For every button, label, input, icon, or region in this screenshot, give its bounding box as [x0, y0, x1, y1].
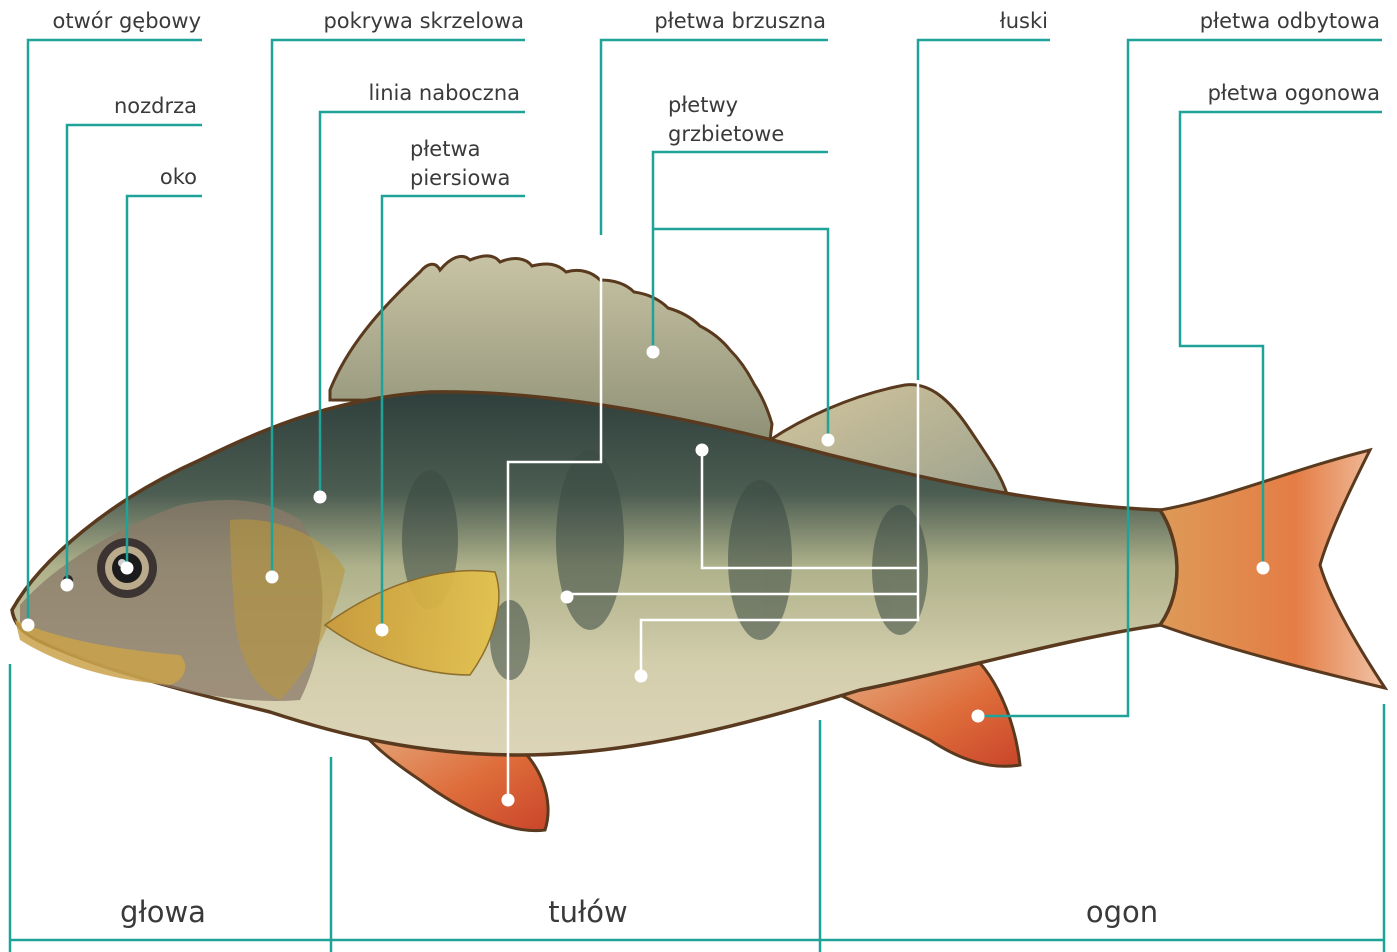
label-caudal-fin: płetwa ogonowa [1208, 81, 1380, 105]
section-head: głowa [120, 895, 206, 929]
label-pectoral-fin-line1: płetwa [410, 137, 481, 161]
label-mouth: otwór gębowy [53, 9, 201, 33]
label-pelvic-fin: płetwa brzuszna [654, 9, 826, 33]
label-anal-fin: płetwa odbytowa [1200, 9, 1380, 33]
label-pectoral-fin-line2: piersiowa [410, 166, 510, 190]
section-tail: ogon [1086, 895, 1158, 929]
label-scales: łuski [1000, 9, 1048, 33]
label-eye: oko [160, 165, 197, 189]
label-dorsal-fins-line2: grzbietowe [668, 122, 784, 146]
label-gill-cover: pokrywa skrzelowa [323, 9, 524, 33]
section-trunk: tułów [548, 895, 627, 929]
tail-fin [1160, 450, 1385, 688]
label-nostril: nozdrza [114, 94, 197, 118]
label-lateral-line: linia naboczna [369, 81, 520, 105]
label-dorsal-fins-line1: płetwy [668, 93, 738, 117]
